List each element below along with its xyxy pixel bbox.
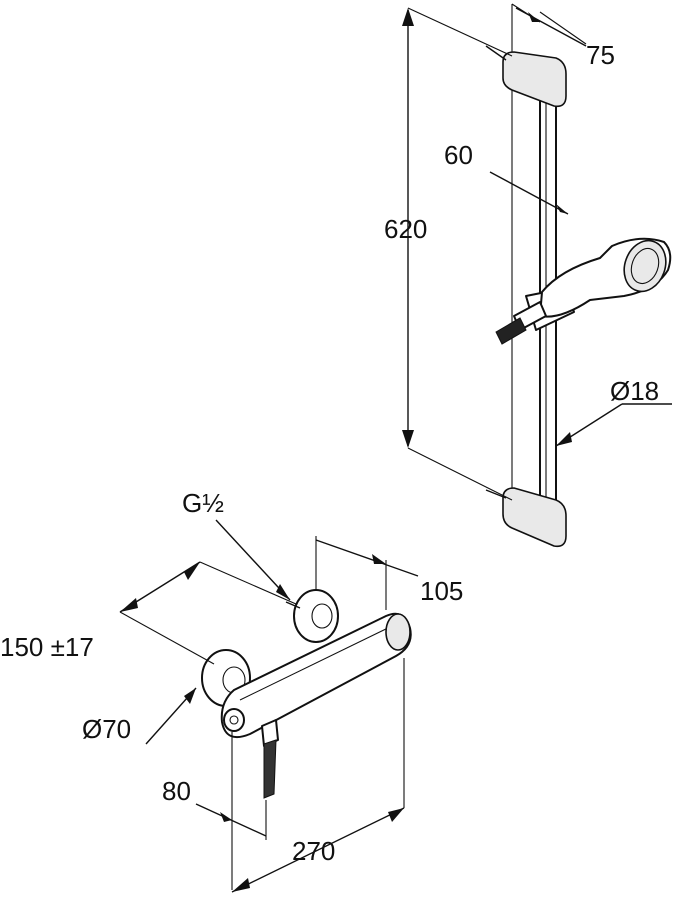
dim-270-arrow-right: [388, 808, 404, 822]
dim-18-arrow: [556, 432, 572, 446]
hose-connector: [495, 317, 527, 345]
shower-head-face: [623, 239, 667, 293]
dim-70-arrow: [184, 688, 196, 704]
label-mixer-length: 270: [292, 836, 335, 866]
mixer-end-cap: [385, 613, 411, 651]
rosette-right: [293, 589, 339, 643]
dim-75-ext2: [539, 11, 587, 45]
dim-150-ext2: [119, 611, 215, 665]
mixer-body-edge: [239, 625, 393, 701]
bottom-screw: [485, 489, 507, 499]
dim-g12-arrow: [276, 584, 290, 600]
mixer-knob-center: [229, 715, 239, 725]
dim-60-line: [489, 171, 569, 215]
dim-105-arrow: [372, 554, 386, 564]
shower-rail-assembly: 75 60 620 Ø18: [384, 3, 672, 548]
dim-270-arrow-left: [232, 878, 250, 892]
label-outlet-offset: 80: [162, 776, 191, 806]
dim-270-line: [231, 807, 405, 893]
label-rail-diameter: Ø18: [610, 376, 659, 406]
dim-75-line: [515, 7, 587, 47]
mixer-outlet: [261, 719, 279, 747]
label-thread: G½: [182, 488, 224, 518]
dim-620-ext-top: [407, 7, 513, 57]
dim-80-arrow: [220, 812, 232, 822]
top-bracket: [502, 51, 567, 108]
rosette-right-inner: [311, 603, 333, 629]
outlet-thread: [263, 739, 277, 799]
dim-105-line: [315, 539, 419, 577]
bottom-bracket: [502, 487, 567, 548]
label-rosette-diameter: Ø70: [82, 714, 131, 744]
mixer-assembly: G½ 105 150 ±17 Ø70 80 270: [0, 488, 463, 893]
label-rail-width: 75: [586, 40, 615, 70]
hand-shower: [495, 237, 672, 345]
dim-620-arrow-bottom: [402, 430, 414, 448]
dim-150-arrow-left: [120, 598, 138, 612]
dim-620-arrow-top: [402, 8, 414, 26]
thread-stub: [285, 601, 301, 609]
dim-620-ext-bottom: [407, 447, 513, 501]
top-screw: [485, 45, 507, 61]
label-rail-height: 620: [384, 214, 427, 244]
dim-60-arrow: [556, 204, 568, 214]
label-bracket-offset: 60: [444, 140, 473, 170]
dim-75-arrow: [528, 12, 540, 22]
shower-head-ring: [630, 247, 660, 285]
dim-150-arrow-right: [184, 562, 200, 580]
dim-150-ext1: [199, 561, 297, 605]
label-mixer-depth: 105: [420, 576, 463, 606]
mixer-end-knob: [223, 708, 245, 732]
dim-g12-leader: [215, 519, 291, 601]
label-connection-distance: 150 ±17: [0, 632, 94, 662]
